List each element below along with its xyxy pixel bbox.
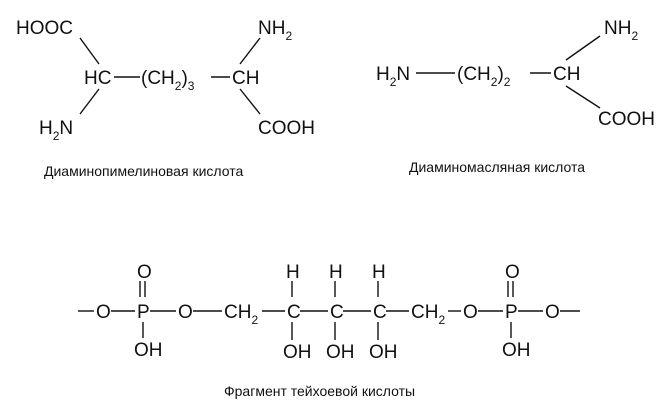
teichoic-c2-label: C bbox=[330, 302, 344, 323]
teichoic-c3-h-label: H bbox=[372, 262, 386, 283]
dap-nh2-top-label: NH2 bbox=[258, 18, 292, 43]
diaminopimelic-acid-structure: HOOC NH2 HC (CH2)3 CH H2N COOH Диаминопи… bbox=[16, 18, 315, 179]
teichoic-caption: Фрагмент тейхоевой кислоты bbox=[224, 383, 415, 399]
teichoic-acid-structure: O O H H H O P O CH2 C C C CH2 O P O OH O… bbox=[78, 262, 580, 399]
teichoic-c1-label: C bbox=[287, 302, 301, 323]
teichoic-c2-oh-label: OH bbox=[326, 342, 355, 363]
teichoic-o2-label: O bbox=[178, 302, 193, 323]
teichoic-ch2-left-label: CH2 bbox=[224, 302, 258, 327]
dap-cooh-label: COOH bbox=[258, 118, 315, 139]
dap-chain-label: (CH2)3 bbox=[141, 68, 195, 93]
dap-bond-c-nh2 bbox=[79, 88, 100, 115]
teichoic-c2-h-label: H bbox=[329, 262, 343, 283]
dab-cooh-label: COOH bbox=[598, 109, 655, 130]
teichoic-c3-oh-label: OH bbox=[369, 342, 398, 363]
dap-caption: Диаминопимелиновая кислота bbox=[44, 163, 243, 179]
dap-bond-hooc-c bbox=[79, 37, 100, 65]
teichoic-o1-label: O bbox=[96, 302, 111, 323]
dap-bond-ch-cooh bbox=[239, 88, 261, 115]
teichoic-p1-oxo-label: O bbox=[137, 262, 152, 283]
teichoic-c1-h-label: H bbox=[286, 262, 300, 283]
teichoic-p2-oh-label: OH bbox=[502, 340, 531, 361]
dab-nh2-label: NH2 bbox=[604, 18, 638, 43]
dab-chain-label: (CH2)2 bbox=[457, 64, 511, 89]
dap-h2n-label: H2N bbox=[39, 118, 73, 143]
teichoic-c1-oh-label: OH bbox=[283, 342, 312, 363]
teichoic-p2-oxo-label: O bbox=[505, 262, 520, 283]
dab-bond-ch-cooh bbox=[565, 85, 601, 109]
teichoic-p1-label: P bbox=[137, 302, 150, 323]
dap-bond-ch-nh2 bbox=[239, 37, 261, 65]
teichoic-o4-label: O bbox=[545, 302, 560, 323]
dab-ch-label: CH bbox=[553, 64, 580, 85]
dab-bond-ch-nh2 bbox=[565, 35, 601, 61]
teichoic-p2-label: P bbox=[505, 302, 518, 323]
teichoic-o3-label: O bbox=[463, 302, 478, 323]
teichoic-p1-oh-label: OH bbox=[134, 340, 163, 361]
teichoic-ch2-right-label: CH2 bbox=[411, 302, 445, 327]
dap-hooc-label: HOOC bbox=[16, 18, 73, 39]
teichoic-c3-label: C bbox=[373, 302, 387, 323]
dab-caption: Диаминомасляная кислота bbox=[409, 159, 585, 175]
dab-h2n-label: H2N bbox=[376, 64, 410, 89]
dap-ch-label: CH bbox=[232, 68, 259, 89]
dap-hc-label: HC bbox=[84, 68, 111, 89]
diaminobutyric-acid-structure: H2N (CH2)2 CH NH2 COOH Диаминомасляная к… bbox=[376, 18, 655, 175]
